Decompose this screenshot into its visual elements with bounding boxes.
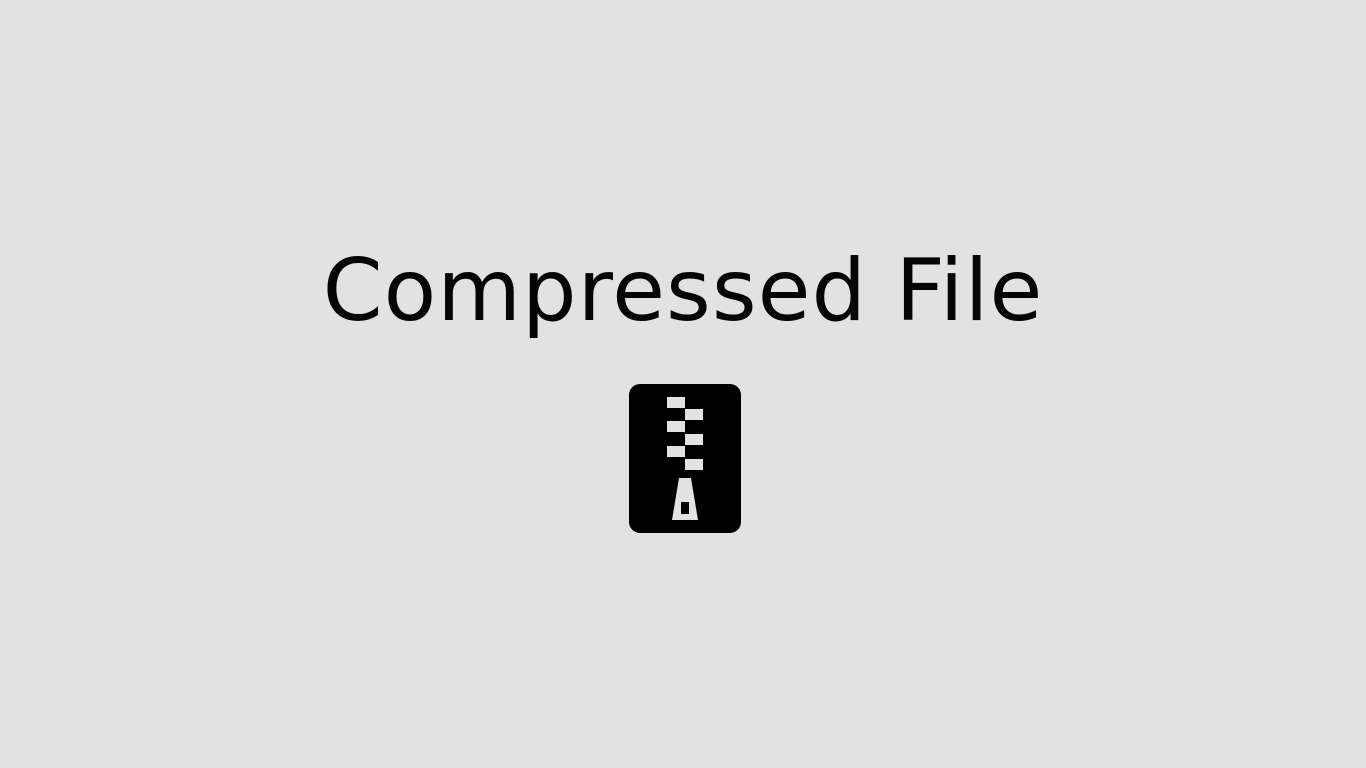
page-title: Compressed File bbox=[322, 241, 1044, 341]
zip-file-icon bbox=[629, 384, 741, 533]
